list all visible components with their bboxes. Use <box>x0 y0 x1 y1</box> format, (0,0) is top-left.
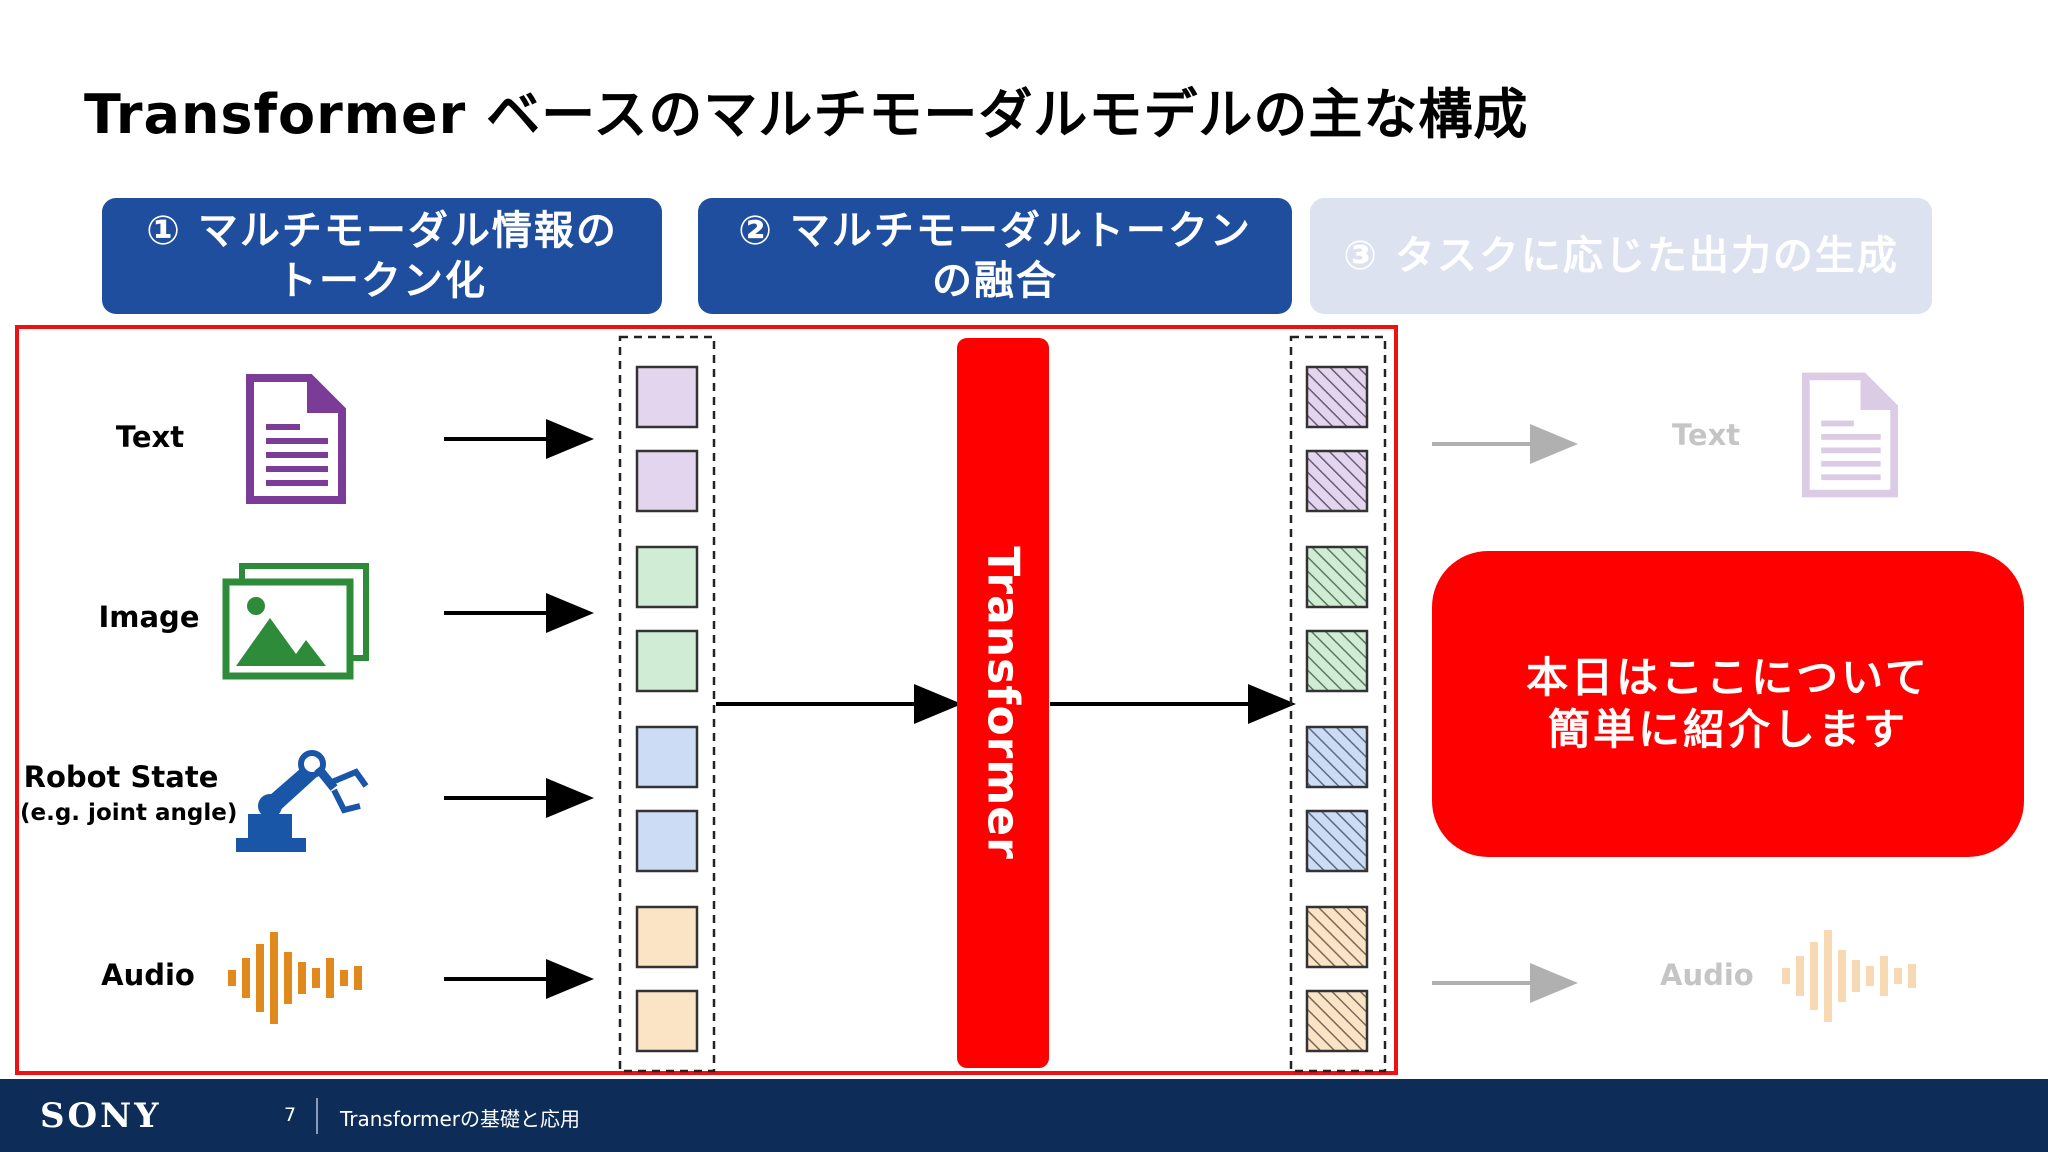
step-3-line1: ③ タスクに応じた出力の生成 <box>1343 233 1899 279</box>
input-token-column <box>618 335 716 1073</box>
input-label-text: Text <box>115 420 185 454</box>
input-label-robot: Robot State <box>23 760 219 794</box>
step-2-line2: の融合 <box>931 258 1058 304</box>
transformer-block: Transformer <box>957 338 1049 1068</box>
token-image-1 <box>635 545 699 609</box>
page-number: 7 <box>284 1104 297 1126</box>
output-audio-waveform-icon <box>1782 930 1916 1022</box>
fused-token-audio-1 <box>1305 905 1369 969</box>
fused-token-image-2 <box>1305 629 1369 693</box>
token-text-1 <box>635 365 699 429</box>
footer-divider <box>316 1098 318 1134</box>
output-document-icon <box>1802 372 1898 498</box>
fused-token-audio-2 <box>1305 989 1369 1053</box>
token-audio-2 <box>635 989 699 1053</box>
token-image-2 <box>635 629 699 693</box>
document-icon <box>246 374 346 504</box>
step-2-header: ② マルチモーダルトークン の融合 <box>698 198 1292 314</box>
step-1-line1: ① マルチモーダル情報の <box>146 208 618 254</box>
callout-line1: 本日はここについて <box>1526 653 1930 702</box>
callout-box: 本日はここについて 簡単に紹介します <box>1432 551 2024 857</box>
token-text-2 <box>635 449 699 513</box>
output-label-text: Text <box>1672 418 1741 452</box>
footer-title: Transformerの基礎と応用 <box>340 1107 581 1131</box>
fused-token-image-1 <box>1305 545 1369 609</box>
step-2-line1: ② マルチモーダルトークン <box>738 208 1252 254</box>
slide-title: Transformer ベースのマルチモーダルモデルの主な構成 <box>84 83 1529 146</box>
fused-token-robot-1 <box>1305 725 1369 789</box>
fused-token-text-1 <box>1305 365 1369 429</box>
token-robot-1 <box>635 725 699 789</box>
step-1-line2: トークン化 <box>276 258 487 304</box>
sony-logo: SONY <box>40 1096 162 1136</box>
input-sublabel-robot: (e.g. joint angle) <box>20 800 238 826</box>
image-gallery-icon <box>222 563 369 680</box>
highlight-frame <box>15 325 1398 1075</box>
output-label-audio: Audio <box>1660 958 1754 992</box>
input-label-audio: Audio <box>101 958 195 992</box>
step-3-header: ③ タスクに応じた出力の生成 <box>1310 198 1932 314</box>
step-1-header: ① マルチモーダル情報の トークン化 <box>102 198 662 314</box>
audio-waveform-icon <box>228 932 362 1024</box>
transformer-label: Transformer <box>977 546 1029 860</box>
fused-token-text-2 <box>1305 449 1369 513</box>
token-robot-2 <box>635 809 699 873</box>
callout-line2: 簡単に紹介します <box>1547 705 1908 754</box>
input-label-image: Image <box>98 600 200 634</box>
footer-bar <box>0 1079 2048 1152</box>
output-token-column <box>1289 335 1387 1073</box>
token-audio-1 <box>635 905 699 969</box>
fused-token-robot-2 <box>1305 809 1369 873</box>
robot-arm-icon <box>236 750 369 852</box>
